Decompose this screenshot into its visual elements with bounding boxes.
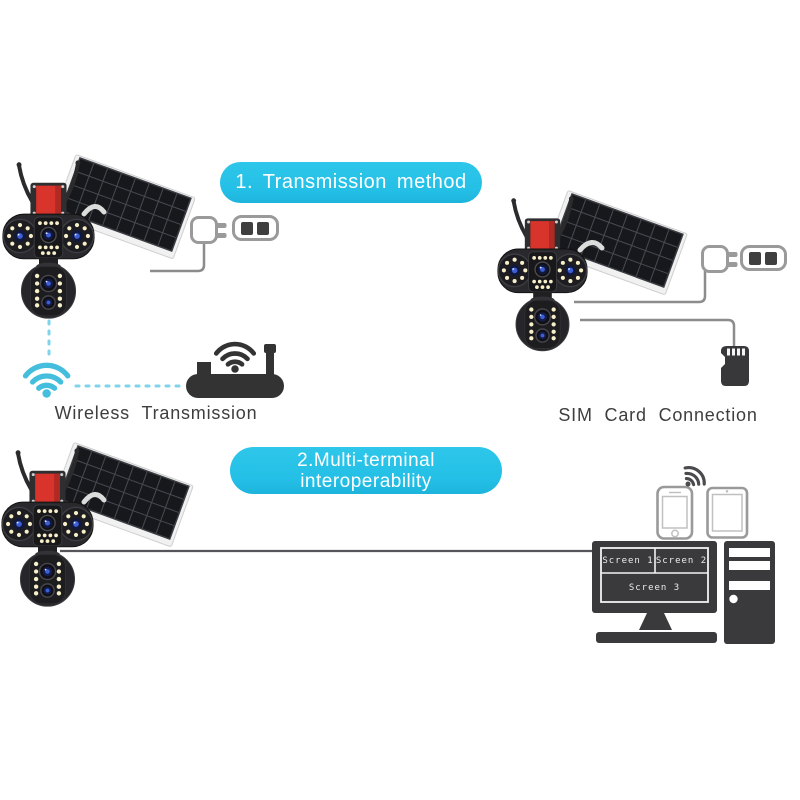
banner-text-line1: 2.Multi-terminal [297,449,435,471]
battery-icon [232,215,279,241]
keyboard-icon [596,632,717,643]
power-button [729,594,738,604]
panel-bracket [81,204,107,217]
banner-transmission-method: 1. Transmission method [220,162,482,203]
sim-card-icon [721,346,749,386]
power-adapter-icon [190,216,228,244]
panel-bracket [577,240,605,253]
banner-text: 1. Transmission method [235,171,467,193]
panel-bracket [81,492,107,505]
wireless-transmission-label: Wireless Transmission [54,403,258,423]
banner-multi-terminal: 2.Multi-terminal interoperability [230,447,502,494]
wire-adapter-to-panel [150,243,206,273]
wifi-signal-icon [26,365,68,397]
router-icon [186,344,284,398]
sim-camera-group [495,189,787,386]
multi-terminal-group [0,441,775,644]
wireless-camera-group [0,153,284,398]
monitor-screen-1-label: Screen 1 [602,555,654,566]
monitor-screen-3-label: Screen 3 [628,582,681,593]
sim-card-connection-label: SIM Card Connection [558,405,758,425]
power-adapter-icon [701,245,739,273]
wire-adapter-to-camera [574,271,707,304]
battery-icon [740,245,787,271]
monitor-stand [639,613,672,630]
wire-camera-to-sim [580,318,736,346]
computer-tower-icon [724,541,775,644]
monitor-screen-2-label: Screen 2 [655,555,708,566]
smartphone-icon [656,485,694,540]
banner-text-line2: interoperability [300,470,432,492]
monitor-icon [592,541,717,630]
tablet-icon [706,486,749,539]
